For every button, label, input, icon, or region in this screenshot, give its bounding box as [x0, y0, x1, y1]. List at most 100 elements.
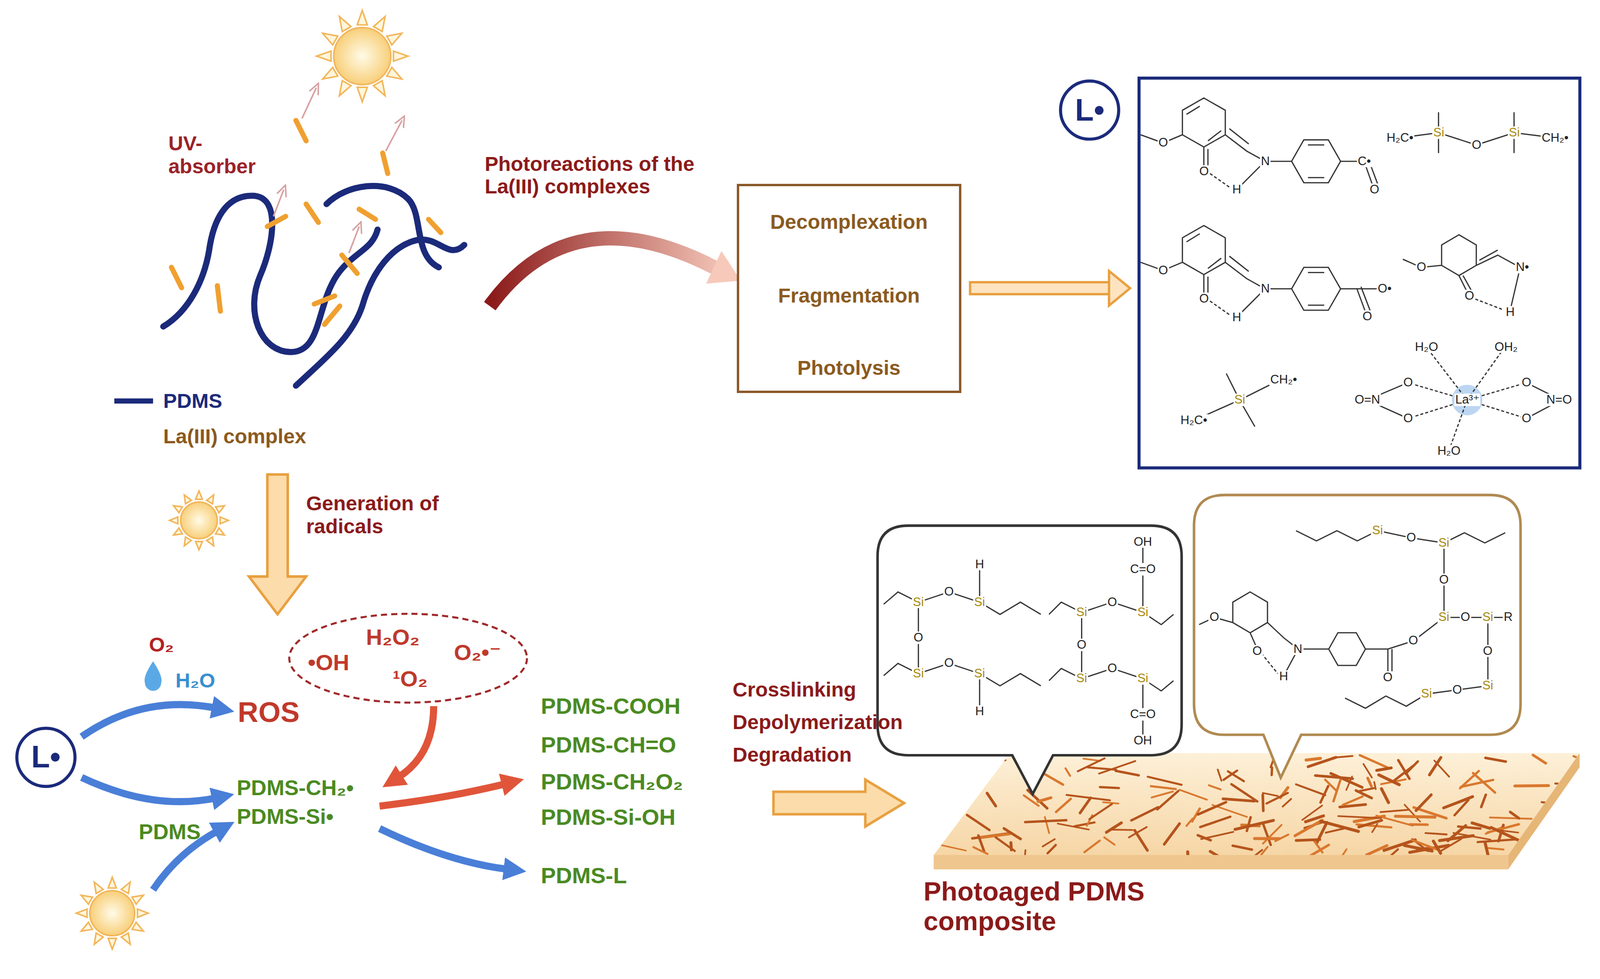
balloon-outline [1194, 495, 1521, 786]
drawing-part [1087, 767, 1116, 770]
drawing-part [1044, 817, 1049, 834]
annotation-label: PDMS-CH₂• [236, 775, 354, 800]
drawing-part [80, 895, 93, 905]
drawing-part [1235, 820, 1274, 830]
drawing-part [1262, 792, 1279, 796]
drawing-part [90, 890, 136, 936]
drawing-part [1210, 851, 1230, 863]
atom-label: O [943, 657, 955, 670]
drawing-part [1197, 835, 1211, 841]
drawing-part [1084, 840, 1100, 853]
drawing-part [1060, 80, 1119, 139]
drawing-part [289, 613, 528, 703]
drawing-part [1367, 777, 1372, 787]
drawing-part [1187, 851, 1190, 874]
drawing-part [169, 517, 178, 524]
drawing-part [1380, 809, 1410, 812]
drawing-part [1134, 830, 1148, 851]
drawing-part [1295, 839, 1320, 841]
atom-label: Si [973, 596, 987, 609]
atom-label: O• [1376, 282, 1393, 295]
atom-label: Si [1481, 611, 1495, 624]
drawing-part [1262, 795, 1264, 812]
ligand-circle: L• [15, 726, 77, 789]
drawing-part [1295, 784, 1326, 796]
drawing-part [1439, 835, 1474, 841]
drawing-part [1460, 771, 1479, 789]
drawing-part [180, 502, 218, 540]
drawing-part [1475, 298, 1502, 309]
drawing-part [995, 837, 1015, 851]
drawing-part [1056, 799, 1071, 813]
atom-label: Si [912, 596, 925, 609]
drawing-part [206, 537, 215, 546]
drawing-part [322, 67, 338, 79]
drawing-part [121, 882, 131, 894]
drawing-part [1198, 530, 1509, 709]
atom-label: Si [1136, 606, 1150, 619]
atom-label: H [1504, 305, 1516, 319]
drawing-part [1103, 802, 1119, 804]
drawing-part [1399, 112, 1555, 153]
drawing-part [1433, 841, 1441, 854]
atom-label: C• [1356, 155, 1372, 168]
atom-label: H [1231, 183, 1242, 197]
water-drop [144, 661, 162, 691]
drawing-part [1381, 788, 1389, 803]
drawing-part [1408, 347, 1527, 451]
atom-label: H₂C• [1179, 414, 1209, 427]
node-text: Fragmentation [777, 283, 920, 307]
drawing-part [1443, 796, 1473, 808]
drawing-part [1042, 839, 1055, 847]
node-text: Photolysis [797, 356, 901, 380]
drawing-part [1487, 847, 1504, 850]
drawing-part [1140, 225, 1341, 316]
drawing-part [382, 153, 388, 174]
annotation-label: PDMS-Si-OH [540, 804, 676, 831]
atom-label: La³⁺ [1454, 394, 1481, 407]
annotation-label: PDMS [138, 819, 201, 844]
drawing-part [1395, 816, 1436, 818]
drawing-part [1555, 783, 1573, 785]
drawing-part [1333, 779, 1341, 801]
drawing-part [132, 895, 144, 905]
process-box: DecomplexationFragmentationPhotolysis [736, 183, 962, 394]
annotation-label: UV-absorber [168, 132, 281, 178]
drawing-part [322, 33, 338, 45]
drawing-part [1338, 816, 1382, 819]
ros-ellipse: H₂O₂•OH¹O₂O₂•⁻ [287, 612, 529, 705]
atom-label: O [1251, 644, 1263, 658]
atom-label: O [1470, 138, 1483, 152]
drawing-part [973, 847, 988, 855]
drawing-part [1452, 384, 1483, 416]
annotation-label: Photoreactions of the La(III) complexes [484, 152, 752, 199]
drawing-part [1266, 792, 1288, 804]
drawing-part [184, 495, 192, 504]
drawing-part [217, 285, 221, 312]
annotation-label: PDMS-CH₂O₂ [540, 768, 684, 795]
drawing-part [1047, 845, 1056, 854]
drawing-part [137, 909, 148, 918]
atom-label: Si [1233, 394, 1247, 407]
annotation-label: PDMS-Si• [236, 804, 334, 829]
atom-label: Si [1508, 126, 1522, 139]
drawing-part [883, 540, 1174, 742]
annotation-label: Photoaged PDMS composite [923, 876, 1174, 936]
drawing-part [1302, 805, 1323, 821]
drawing-part [1481, 794, 1487, 808]
drawing-part [1210, 301, 1231, 316]
drawing-part [1374, 782, 1376, 790]
atom-label: Si [1075, 606, 1089, 619]
ligand-circle: L• [1059, 79, 1121, 141]
atom-label: H [974, 558, 985, 571]
atom-label: H [974, 705, 985, 718]
annotation-label: Generation of radicals [305, 492, 495, 539]
drawing-part [341, 255, 358, 274]
atom-label: Si [1437, 611, 1451, 624]
drawing-part [1025, 820, 1067, 823]
drawing-part [1074, 822, 1095, 827]
atom-label: O [1106, 662, 1118, 675]
drawing-part [1260, 846, 1268, 857]
atom-label: OH [1132, 734, 1153, 748]
